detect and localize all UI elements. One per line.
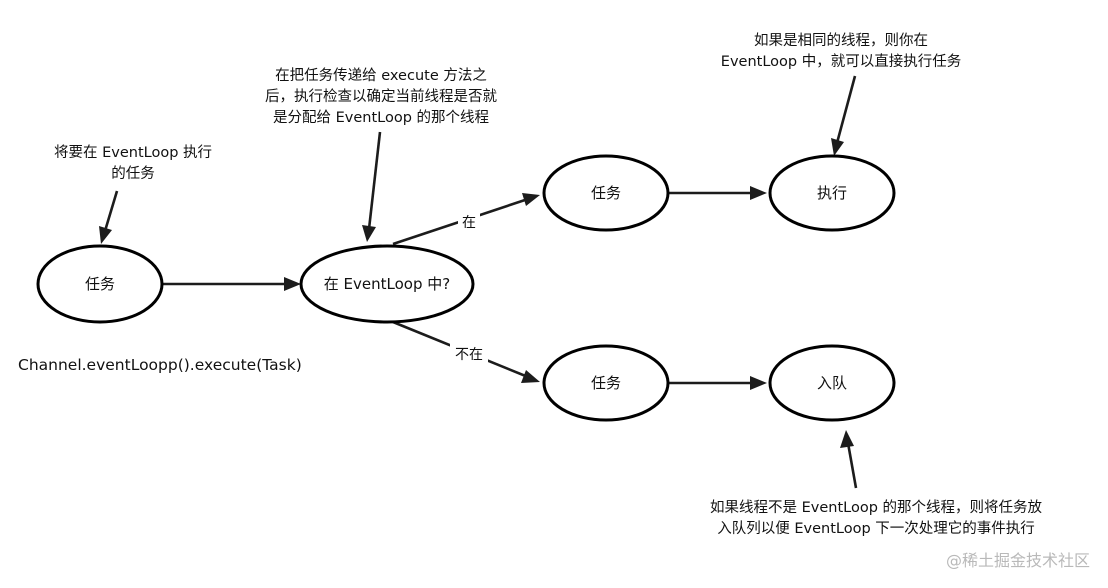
task-note: 将要在 EventLoop 执行 的任务 <box>54 144 212 182</box>
arrowhead-icon <box>521 370 540 383</box>
enqueue-note-line-2: 入队列以便 EventLoop 下一次处理它的事件执行 <box>717 519 1035 537</box>
annotation-arrows <box>99 75 858 489</box>
check-note-line-3: 是分配给 EventLoop 的那个线程 <box>273 109 489 126</box>
edge-label-yes: 在 <box>462 215 476 231</box>
node-execute: 执行 <box>768 154 896 232</box>
node-task-in-label: 任务 <box>591 184 621 202</box>
node-task-in: 任务 <box>542 154 670 232</box>
pointer-task-note <box>103 190 119 232</box>
arrowhead-icon <box>750 376 767 390</box>
task-note-line-1: 将要在 EventLoop 执行 <box>54 144 212 161</box>
arrowhead-icon <box>750 186 767 200</box>
check-note: 在把任务传递给 execute 方法之 后，执行检查以确定当前线程是否就 是分配… <box>265 67 497 126</box>
node-task-start-label: 任务 <box>85 275 115 293</box>
annotations: 将要在 EventLoop 执行 的任务 在把任务传递给 execute 方法之… <box>54 32 1043 537</box>
same-thread-note-line-1: 如果是相同的线程，则你在 <box>754 32 928 49</box>
task-note-line-2: 的任务 <box>111 165 155 182</box>
pointer-check-note <box>367 131 382 230</box>
arrowhead-icon <box>284 277 301 291</box>
pointer-same-thread-note <box>835 75 857 144</box>
arrowhead-icon <box>831 138 844 156</box>
enqueue-note-line-1: 如果线程不是 EventLoop 的那个线程，则将任务放 <box>710 499 1043 516</box>
node-enqueue-label: 入队 <box>817 374 847 392</box>
node-task-not-in: 任务 <box>542 344 670 422</box>
arrowhead-icon <box>522 193 540 206</box>
node-task-not-in-label: 任务 <box>591 374 621 392</box>
edge-labels: 在 不在 <box>450 210 488 365</box>
pointer-enqueue-note <box>846 442 858 489</box>
arrowhead-icon <box>99 226 112 244</box>
node-task-start: 任务 <box>36 244 164 324</box>
same-thread-note-line-2: EventLoop 中，就可以直接执行任务 <box>721 53 961 70</box>
check-note-line-1: 在把任务传递给 execute 方法之 <box>275 67 487 84</box>
node-decision: 在 EventLoop 中? <box>299 244 475 324</box>
enqueue-note: 如果线程不是 EventLoop 的那个线程，则将任务放 入队列以便 Event… <box>710 499 1043 537</box>
check-note-line-2: 后，执行检查以确定当前线程是否就 <box>265 88 497 105</box>
arrowhead-icon <box>840 430 854 448</box>
code-caption: Channel.eventLoopp().execute(Task) <box>18 356 302 374</box>
watermark: @稀土掘金技术社区 <box>946 551 1090 570</box>
arrowhead-icon <box>362 225 376 242</box>
node-execute-label: 执行 <box>817 184 847 202</box>
node-decision-label: 在 EventLoop 中? <box>324 275 450 293</box>
edge-label-no: 不在 <box>455 347 483 363</box>
node-enqueue: 入队 <box>768 344 896 422</box>
nodes: 任务 在 EventLoop 中? 任务 执行 任务 入队 <box>36 154 896 422</box>
same-thread-note: 如果是相同的线程，则你在 EventLoop 中，就可以直接执行任务 <box>721 32 961 70</box>
